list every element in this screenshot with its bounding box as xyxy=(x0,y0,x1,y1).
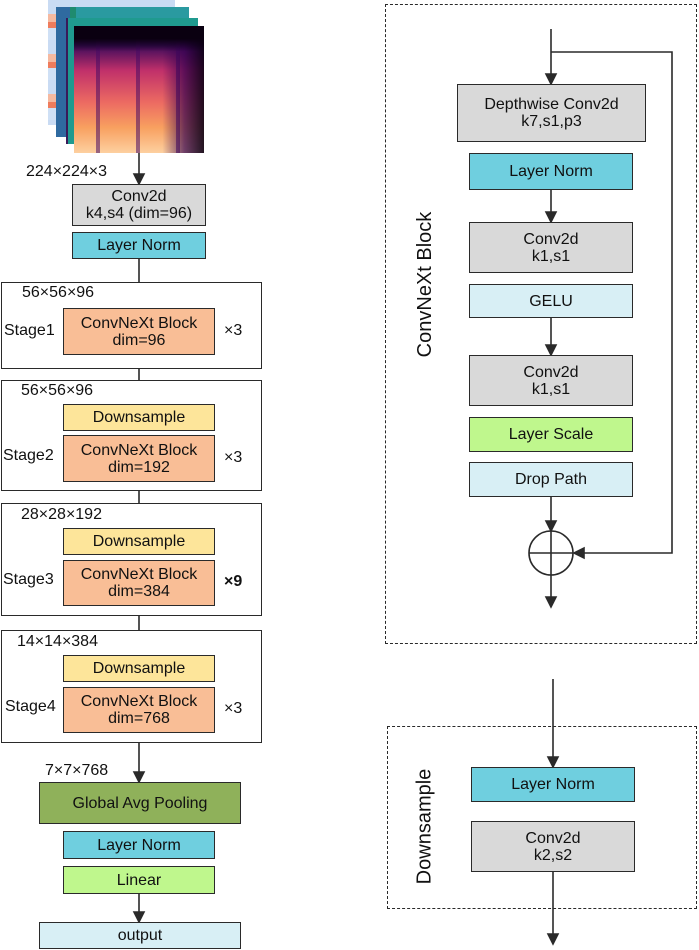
layer-scale: Layer Scale xyxy=(469,417,633,452)
stage1-repeat: ×3 xyxy=(224,322,243,339)
global-avg-pooling: Global Avg Pooling xyxy=(39,782,241,824)
downsample-label: Downsample xyxy=(92,660,186,677)
layer-title: Layer Norm xyxy=(511,776,595,793)
layer-title: GELU xyxy=(529,292,573,310)
output-node: output xyxy=(39,922,241,949)
pool-label: Global Avg Pooling xyxy=(72,794,208,812)
drop-path: Drop Path xyxy=(469,462,633,497)
block-title: ConvNeXt Block xyxy=(80,566,198,583)
downsample-conv2d: Conv2d k2,s2 xyxy=(471,821,635,872)
stage2-shape: 56×56×96 xyxy=(21,382,94,399)
stage3-convnext-block: ConvNeXt Block dim=384 xyxy=(63,560,215,606)
stage4-convnext-block: ConvNeXt Block dim=768 xyxy=(63,687,215,733)
downsample-label: Downsample xyxy=(92,533,186,550)
stage1-convnext-block: ConvNeXt Block dim=96 xyxy=(63,308,215,355)
stage3-label: Stage3 xyxy=(3,571,54,588)
layer-title: Depthwise Conv2d xyxy=(484,96,619,113)
stage2-label: Stage2 xyxy=(3,447,54,464)
stem-conv2d-params: k4,s4 (dim=96) xyxy=(85,205,193,222)
stem-layer-norm: Layer Norm xyxy=(72,232,206,259)
pointwise-conv2d-1: Conv2d k1,s1 xyxy=(469,222,633,273)
linear-label: Linear xyxy=(116,871,162,889)
layer-params: k1,s1 xyxy=(531,247,571,265)
stem-layer-norm-label: Layer Norm xyxy=(97,237,181,254)
pointwise-conv2d-2: Conv2d k1,s1 xyxy=(469,355,633,406)
block-title: ConvNeXt Block xyxy=(80,314,198,332)
stage2-downsample: Downsample xyxy=(63,404,215,431)
stage1-shape: 56×56×96 xyxy=(22,284,95,301)
layer-title: Conv2d xyxy=(523,230,579,248)
block-title: ConvNeXt Block xyxy=(80,441,198,459)
downsample-layer-norm: Layer Norm xyxy=(471,767,635,802)
layer-title: Layer Norm xyxy=(509,163,593,180)
layer-title: Conv2d xyxy=(525,829,581,847)
convnext-block-detail xyxy=(385,4,697,644)
block-dim: dim=192 xyxy=(108,458,170,476)
depthwise-conv2d: Depthwise Conv2d k7,s1,p3 xyxy=(457,84,646,142)
head-layer-norm: Layer Norm xyxy=(63,831,215,859)
stage3-downsample: Downsample xyxy=(63,528,215,555)
block-dim: dim=384 xyxy=(108,583,170,600)
block-dim: dim=768 xyxy=(108,710,170,727)
layer-title: Layer Scale xyxy=(508,426,594,443)
stem-conv2d-title: Conv2d xyxy=(111,188,167,205)
stage1-label: Stage1 xyxy=(4,322,55,339)
gelu: GELU xyxy=(469,284,633,318)
stage2-convnext-block: ConvNeXt Block dim=192 xyxy=(63,435,215,482)
stage4-repeat: ×3 xyxy=(224,700,243,717)
block-dim: dim=96 xyxy=(112,331,166,349)
layer-params: k2,s2 xyxy=(533,846,573,864)
block-layer-norm: Layer Norm xyxy=(469,153,633,190)
stage2-repeat: ×3 xyxy=(224,449,243,466)
block-title: ConvNeXt Block xyxy=(80,693,198,710)
downsample-title: Downsample xyxy=(413,768,436,885)
stage3-repeat: ×9 xyxy=(224,573,243,590)
output-label: output xyxy=(117,927,163,944)
head-linear: Linear xyxy=(63,866,215,894)
stem-conv2d: Conv2d k4,s4 (dim=96) xyxy=(72,184,206,226)
layer-title: Conv2d xyxy=(523,363,579,381)
head-layer-norm-label: Layer Norm xyxy=(97,836,181,854)
layer-title: Drop Path xyxy=(514,471,588,488)
residual-connection xyxy=(551,51,673,554)
head-shape: 7×7×768 xyxy=(45,762,109,779)
stage3-shape: 28×28×192 xyxy=(21,506,102,523)
arrowhead xyxy=(132,173,146,186)
stage4-downsample: Downsample xyxy=(63,655,215,682)
stage4-label: Stage4 xyxy=(5,698,56,715)
downsample-detail xyxy=(387,726,697,909)
stage4-shape: 14×14×384 xyxy=(17,633,98,650)
layer-params: k7,s1,p3 xyxy=(521,113,582,130)
input-shape-label: 224×224×3 xyxy=(26,163,107,180)
downsample-label: Downsample xyxy=(92,409,186,426)
input-image-layer-1-spectrogram xyxy=(74,26,204,153)
layer-params: k1,s1 xyxy=(531,380,571,398)
convnext-block-title: ConvNeXt Block xyxy=(414,211,436,358)
